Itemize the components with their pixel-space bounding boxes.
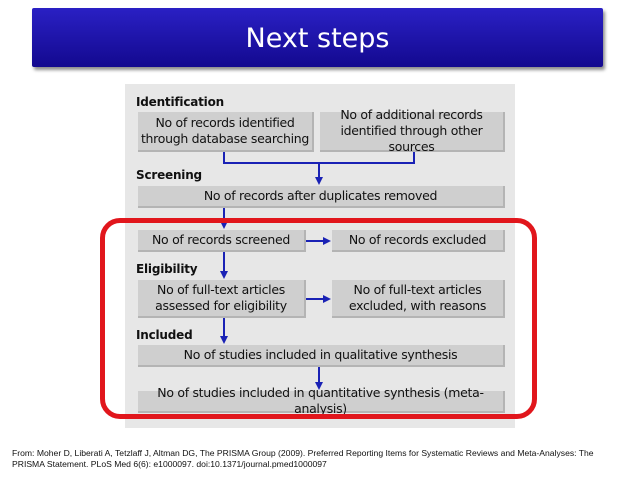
title-bar: Next steps: [32, 8, 603, 67]
box-fulltext-excluded: No of full-text articles excluded, with …: [332, 280, 505, 318]
section-label-included: Included: [136, 328, 193, 342]
box-records-screened: No of records screened: [138, 230, 306, 252]
section-label-screening: Screening: [136, 168, 202, 182]
box-database-searching: No of records identified through databas…: [138, 112, 314, 152]
citation-text: From: Moher D, Liberati A, Tetzlaff J, A…: [12, 448, 594, 469]
box-qualitative-synthesis: No of studies included in qualitative sy…: [138, 345, 505, 367]
box-duplicates-removed: No of records after duplicates removed: [138, 186, 505, 208]
merge-connector: [223, 152, 415, 164]
section-label-identification: Identification: [136, 95, 224, 109]
highlight-frame: [100, 218, 537, 419]
section-label-eligibility: Eligibility: [136, 262, 198, 276]
slide-title: Next steps: [245, 23, 390, 54]
box-fulltext-assessed: No of full-text articles assessed for el…: [138, 280, 306, 318]
box-records-excluded: No of records excluded: [332, 230, 505, 252]
